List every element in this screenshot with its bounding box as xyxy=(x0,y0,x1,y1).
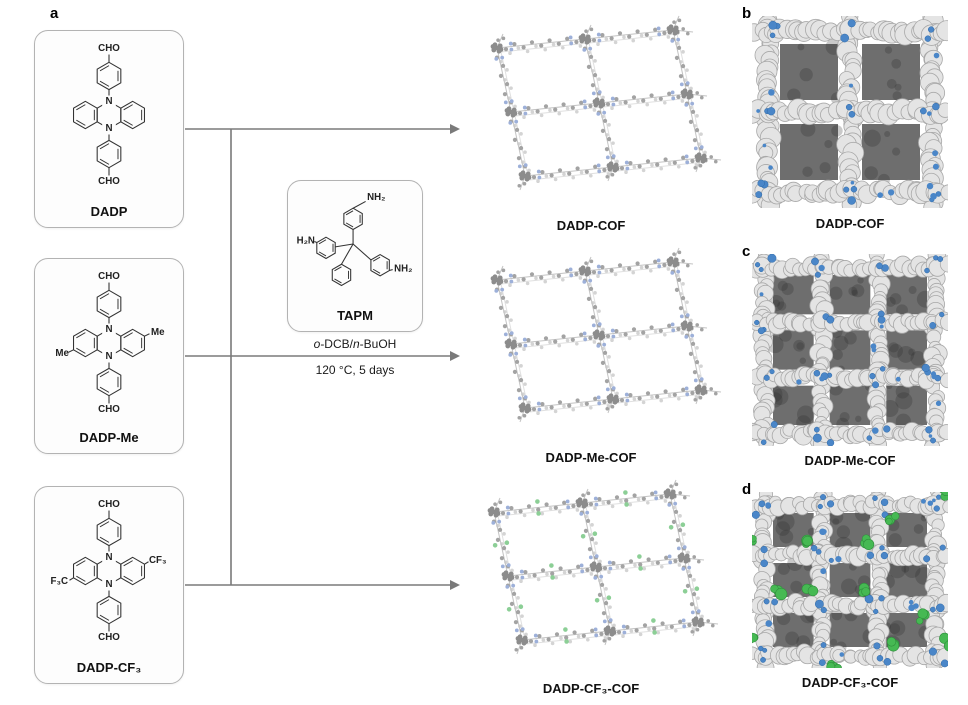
text-mask xyxy=(102,323,116,336)
solvent-n-italic: n xyxy=(352,337,360,351)
dadp-me-cho-bottom-label: CHO xyxy=(98,404,120,415)
dadp-n-bottom-label: N xyxy=(105,123,112,134)
tapm-structure: NH₂ H₂N NH₂ xyxy=(297,192,412,287)
solvent-text: o-DCB/n-BuOH xyxy=(280,337,430,351)
panel-label-b: b xyxy=(742,5,752,22)
dadp-cf3-sub-right-label: CF₃ xyxy=(149,555,167,566)
dadp-cho-bottom-label: CHO xyxy=(98,176,120,187)
panel-label-a: a xyxy=(50,5,59,22)
dadp-me-n-bottom-label: N xyxy=(105,351,112,362)
tapm-nh2-right-label: NH₂ xyxy=(394,264,412,275)
conditions-text: 120 °C, 5 days xyxy=(315,363,395,377)
tapm-name: TAPM xyxy=(337,308,373,323)
dadp-cof-label: DADP-COF xyxy=(556,218,626,233)
text-mask xyxy=(102,551,116,564)
dadp-cf3-cof-packing-model xyxy=(752,492,948,668)
dadp-cf3-sub-left-label: F₃C xyxy=(51,576,69,587)
dadp-me-structure: CHO N N Me Me CHO xyxy=(55,271,165,415)
dadp-cf3-structure: CHO N N CF₃ F₃C CHO xyxy=(51,499,167,643)
text-mask xyxy=(102,350,116,363)
dadp-me-cof-stick-model xyxy=(490,247,722,423)
text-mask xyxy=(102,578,116,591)
monomer-card-dadp: CHO N N CHO DADP xyxy=(34,30,184,228)
dadp-cf3-cof-label: DADP-CF₃-COF xyxy=(542,681,640,696)
dadp-me-cho-top-label: CHO xyxy=(98,271,120,282)
monomer-card-dadp-cf3: CHO N N CF₃ F₃C CHO DADP-CF₃ xyxy=(34,486,184,684)
panel-label-d: d xyxy=(742,481,752,498)
solvent-mid: -DCB/ xyxy=(320,337,353,351)
dadp-me-sub-left-label: Me xyxy=(55,348,69,359)
tapm-nh2-top-label: NH₂ xyxy=(367,192,385,203)
dadp-n-top-label: N xyxy=(105,96,112,107)
dadp-me-sub-right-label: Me xyxy=(151,327,165,338)
solvent-end: -BuOH xyxy=(359,337,397,351)
dadp-structure: CHO N N CHO xyxy=(72,43,146,187)
dadp-cf3-n-top-label: N xyxy=(105,552,112,563)
amine-card-tapm: NH₂ H₂N NH₂ TAPM xyxy=(287,180,423,332)
dadp-cof-stick-model xyxy=(490,15,722,191)
packing-d-label: DADP-CF₃-COF xyxy=(801,675,899,690)
panel-label-c: c xyxy=(742,243,751,260)
packing-c-label: DADP-Me-COF xyxy=(804,453,896,468)
dadp-cho-top-label: CHO xyxy=(98,43,120,54)
dadp-cf3-cho-bottom-label: CHO xyxy=(98,632,120,643)
dadp-cf3-name: DADP-CF₃ xyxy=(76,660,142,675)
dadp-cof-packing-model xyxy=(752,16,948,208)
monomer-card-dadp-me: CHO N N Me Me CHO DADP-Me xyxy=(34,258,184,454)
dadp-me-cof-packing-model xyxy=(752,254,948,446)
dadp-cf3-cho-top-label: CHO xyxy=(98,499,120,510)
text-mask xyxy=(102,122,116,135)
dadp-me-n-top-label: N xyxy=(105,324,112,335)
dadp-me-name: DADP-Me xyxy=(79,430,139,445)
dadp-me-cof-label: DADP-Me-COF xyxy=(545,450,637,465)
tapm-nh2-left-label: H₂N xyxy=(297,236,315,247)
dadp-cf3-cof-stick-model xyxy=(487,479,719,655)
dadp-name: DADP xyxy=(90,204,128,219)
text-mask xyxy=(102,95,116,108)
dadp-cf3-n-bottom-label: N xyxy=(105,579,112,590)
packing-b-label: DADP-COF xyxy=(815,216,885,231)
solvent-o-italic: o xyxy=(313,337,321,351)
